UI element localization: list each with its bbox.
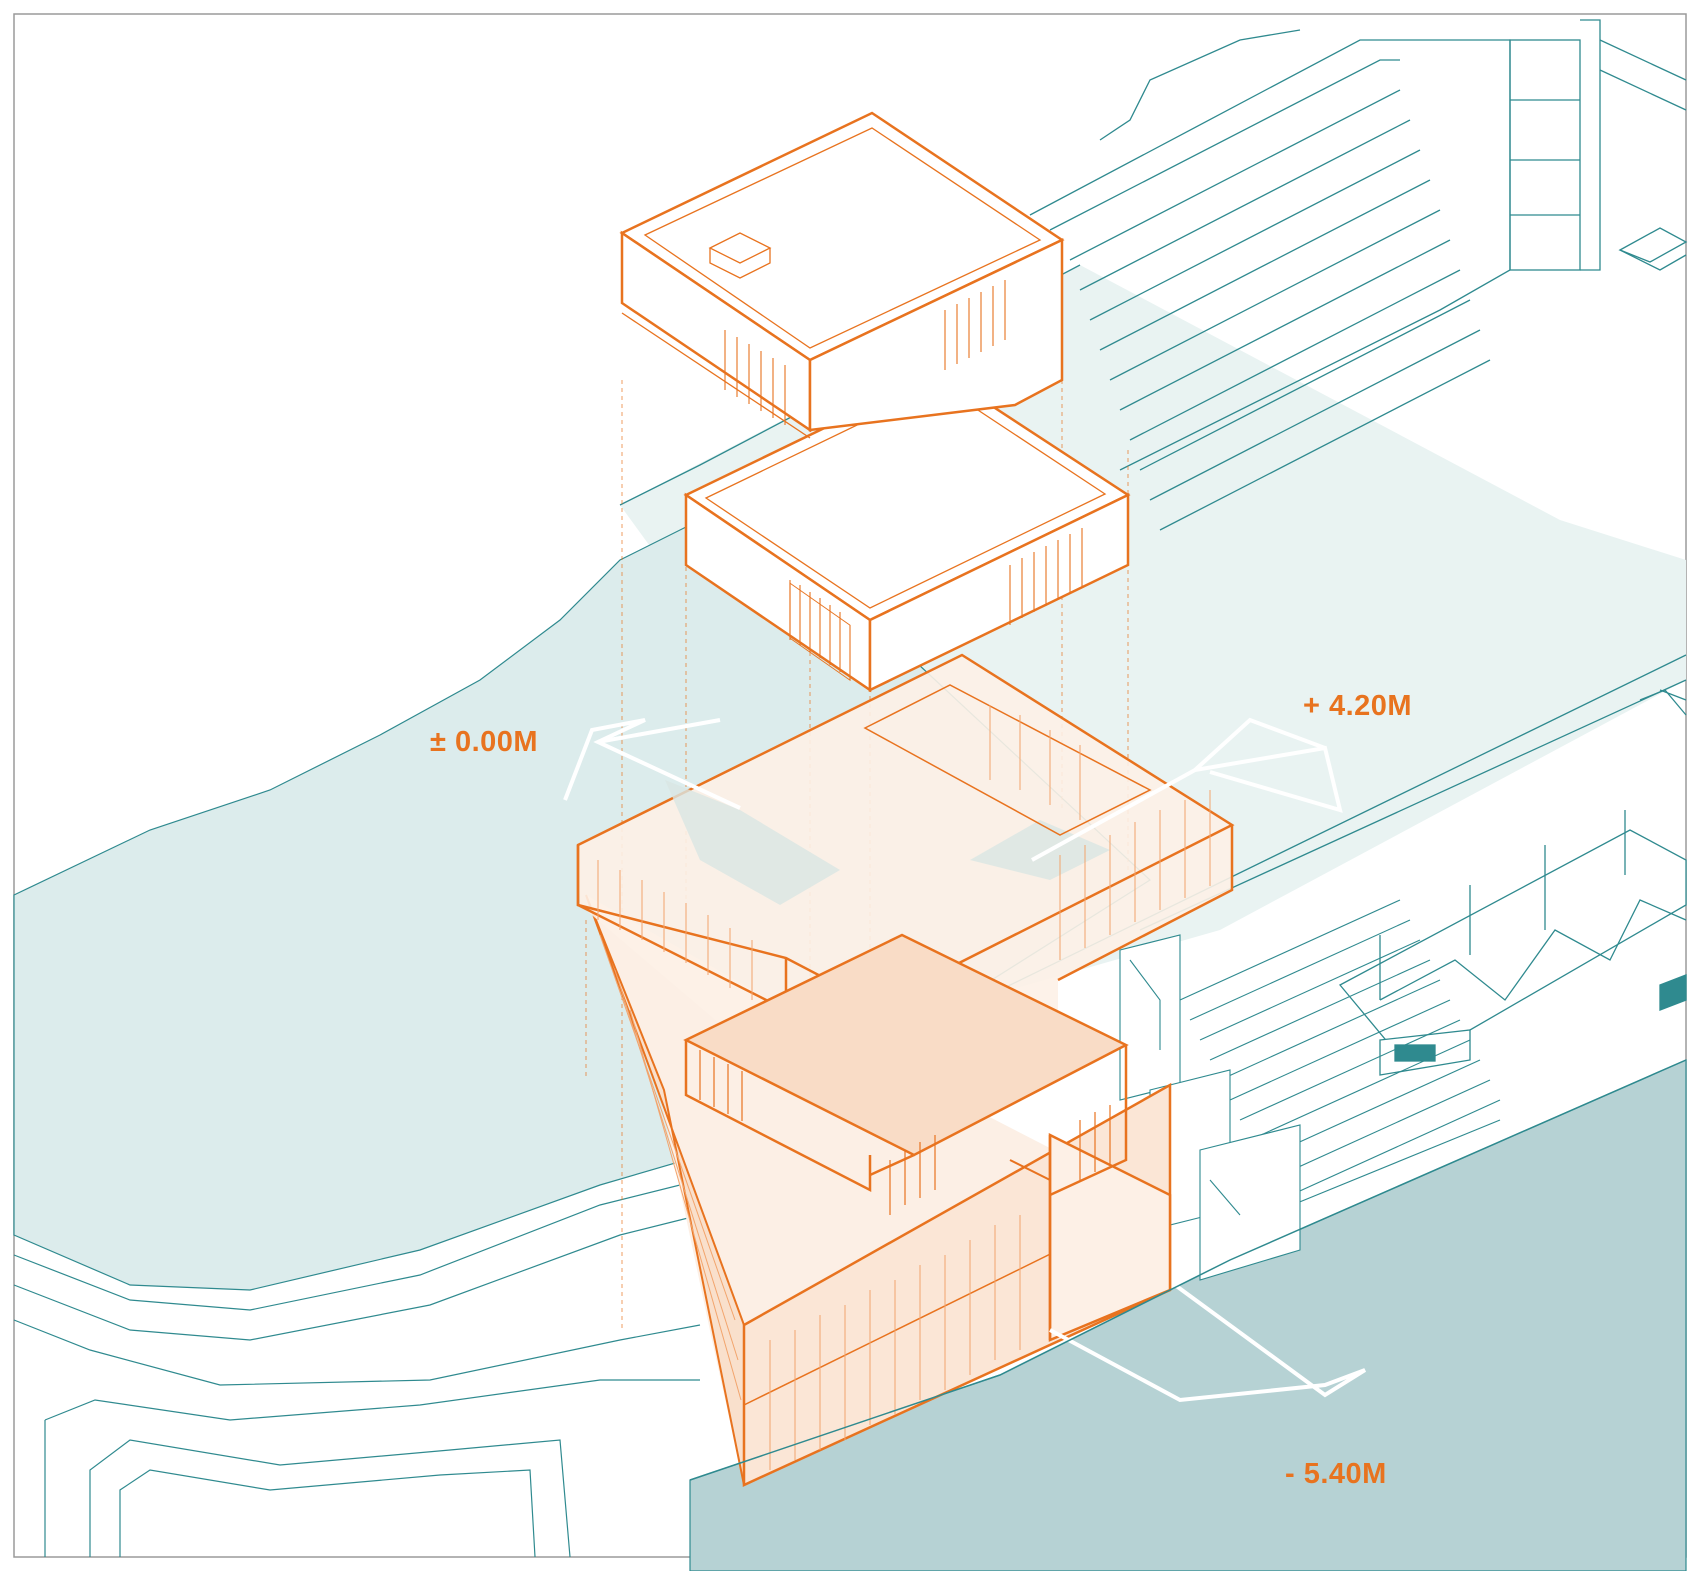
arrow-ground-level bbox=[563, 718, 741, 810]
level-label-upper: + 4.20M bbox=[1303, 690, 1413, 722]
upper-box-top bbox=[619, 111, 1065, 439]
level-label-ground: ± 0.00M bbox=[430, 726, 539, 758]
level-label-lower: - 5.40M bbox=[1285, 1458, 1387, 1490]
ground-level-slab bbox=[576, 653, 1235, 1215]
terrace-building bbox=[1029, 19, 1688, 531]
canopy-structure bbox=[1338, 689, 1687, 1076]
arrow-lower-level bbox=[1049, 1283, 1367, 1403]
lower-area-edge bbox=[689, 1059, 1687, 1481]
site-contours bbox=[13, 1174, 721, 1558]
level-arrows bbox=[563, 717, 1367, 1403]
